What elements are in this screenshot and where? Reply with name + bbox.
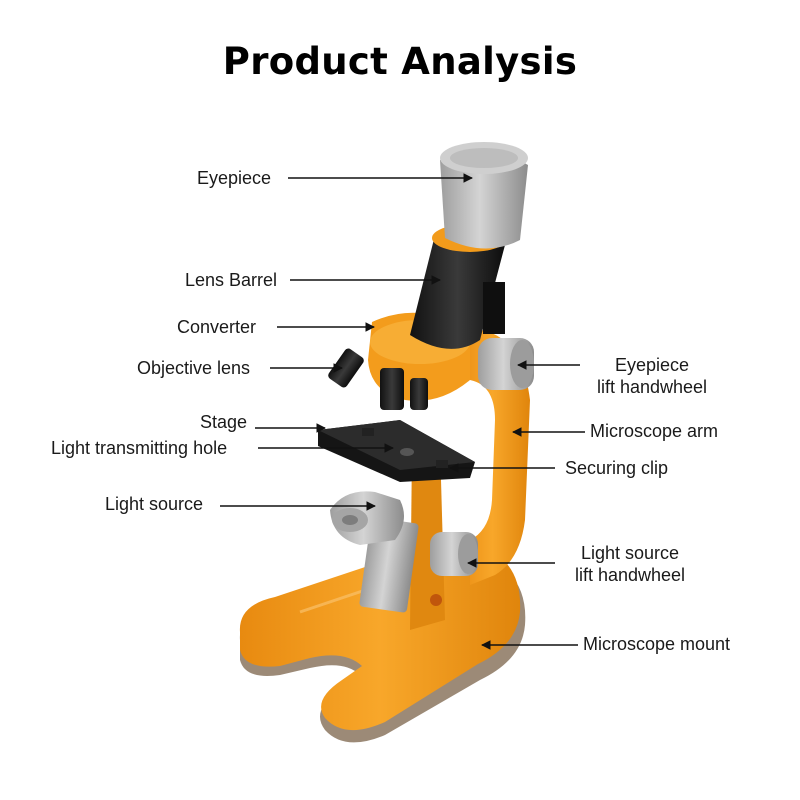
- label-light-transmitting-hole: Light transmitting hole: [51, 438, 228, 458]
- label-stage: Stage: [200, 412, 248, 432]
- light-source-shape: [330, 491, 419, 613]
- label-microscope-arm: Microscope arm: [590, 421, 719, 441]
- focus-screw-shape: [430, 594, 442, 606]
- label-light-source-lift-handwheel: Light source lift handwheel: [560, 542, 700, 586]
- label-eyepiece-lift-handwheel-line1: Eyepiece: [614, 355, 690, 375]
- label-converter: Converter: [177, 317, 257, 337]
- label-eyepiece: Eyepiece: [197, 168, 272, 188]
- page-title: Product Analysis: [222, 40, 578, 83]
- label-eyepiece-lift-handwheel-line2: lift handwheel: [596, 377, 708, 397]
- label-eyepiece-lift-handwheel: Eyepiece lift handwheel: [582, 354, 722, 398]
- eyepiece-shape: [440, 142, 528, 249]
- objective-lens-shape: [328, 348, 428, 410]
- label-light-source: Light source: [105, 494, 204, 514]
- label-light-source-lift-handwheel-line2: lift handwheel: [574, 565, 686, 585]
- label-objective-lens: Objective lens: [137, 358, 251, 378]
- eyepiece-handwheel-shape: [478, 338, 534, 390]
- light-source-handwheel-shape: [430, 532, 478, 576]
- label-light-source-lift-handwheel-line1: Light source: [580, 543, 680, 563]
- leader-lines: [220, 173, 585, 650]
- stage-shape: [318, 420, 475, 482]
- label-microscope-mount: Microscope mount: [583, 634, 731, 654]
- label-securing-clip: Securing clip: [565, 458, 669, 478]
- label-lens-barrel: Lens Barrel: [185, 270, 278, 290]
- microscope-arm-shape: [410, 328, 530, 630]
